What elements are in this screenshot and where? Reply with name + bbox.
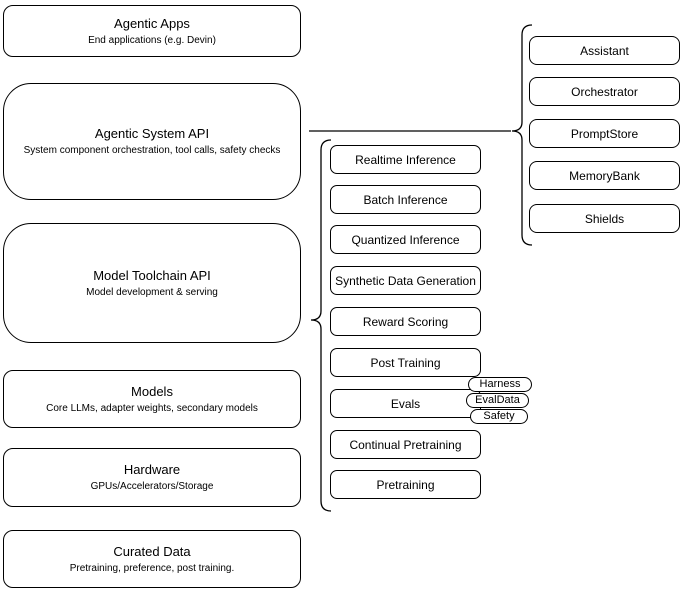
tag-label: EvalData — [475, 394, 520, 406]
node-shields: Shields — [529, 204, 680, 233]
node-model-toolchain-api: Model Toolchain API Model development & … — [3, 223, 301, 343]
node-hardware: Hardware GPUs/Accelerators/Storage — [3, 448, 301, 507]
node-agentic-apps: Agentic Apps End applications (e.g. Devi… — [3, 5, 301, 57]
node-memorybank: MemoryBank — [529, 161, 680, 190]
node-label: Quantized Inference — [351, 232, 460, 247]
node-pretraining: Pretraining — [330, 470, 481, 499]
node-continual-pretraining: Continual Pretraining — [330, 430, 481, 459]
node-label: Evals — [390, 396, 421, 411]
node-title: Curated Data — [113, 543, 191, 559]
node-promptstore: PromptStore — [529, 119, 680, 148]
tag-harness: Harness — [468, 377, 532, 392]
node-agentic-system-api: Agentic System API System component orch… — [3, 83, 301, 200]
node-title: Agentic System API — [94, 126, 210, 141]
node-subtitle: End applications (e.g. Devin) — [88, 34, 216, 46]
node-label: Batch Inference — [363, 192, 448, 207]
node-quantized-inference: Quantized Inference — [330, 225, 481, 254]
node-orchestrator: Orchestrator — [529, 77, 680, 106]
node-label: PromptStore — [570, 126, 639, 141]
node-reward-scoring: Reward Scoring — [330, 307, 481, 336]
tag-label: Harness — [479, 378, 521, 390]
node-label: Orchestrator — [571, 84, 638, 99]
node-models: Models Core LLMs, adapter weights, secon… — [3, 370, 301, 428]
node-batch-inference: Batch Inference — [330, 185, 481, 214]
tag-safety: Safety — [470, 409, 528, 424]
node-subtitle: System component orchestration, tool cal… — [23, 145, 281, 156]
node-post-training: Post Training — [330, 348, 481, 377]
toolchain-brace — [310, 139, 332, 512]
node-title: Agentic Apps — [114, 15, 190, 31]
node-label: Shields — [584, 211, 625, 226]
node-title: Models — [131, 383, 173, 399]
node-label: Reward Scoring — [362, 314, 449, 329]
node-subtitle: GPUs/Accelerators/Storage — [90, 481, 214, 492]
tag-evaldata: EvalData — [466, 393, 529, 408]
node-curated-data: Curated Data Pretraining, preference, po… — [3, 530, 301, 588]
tag-label: Safety — [483, 410, 515, 422]
node-label: MemoryBank — [569, 168, 640, 183]
node-label: Pretraining — [376, 477, 435, 492]
node-realtime-inference: Realtime Inference — [330, 145, 481, 174]
node-subtitle: Core LLMs, adapter weights, secondary mo… — [46, 402, 258, 414]
node-synthetic-data-generation: Synthetic Data Generation — [330, 266, 481, 295]
node-label: Synthetic Data Generation — [335, 273, 476, 288]
node-label: Assistant — [580, 43, 629, 58]
node-title: Hardware — [123, 462, 181, 477]
node-label: Realtime Inference — [355, 152, 456, 167]
node-label: Post Training — [370, 355, 441, 370]
node-subtitle: Pretraining, preference, post training. — [69, 562, 235, 574]
node-title: Model Toolchain API — [93, 267, 211, 283]
node-evals: Evals — [330, 389, 481, 418]
node-label: Continual Pretraining — [349, 437, 462, 452]
node-subtitle: Model development & serving — [86, 286, 218, 298]
node-assistant: Assistant — [529, 36, 680, 65]
